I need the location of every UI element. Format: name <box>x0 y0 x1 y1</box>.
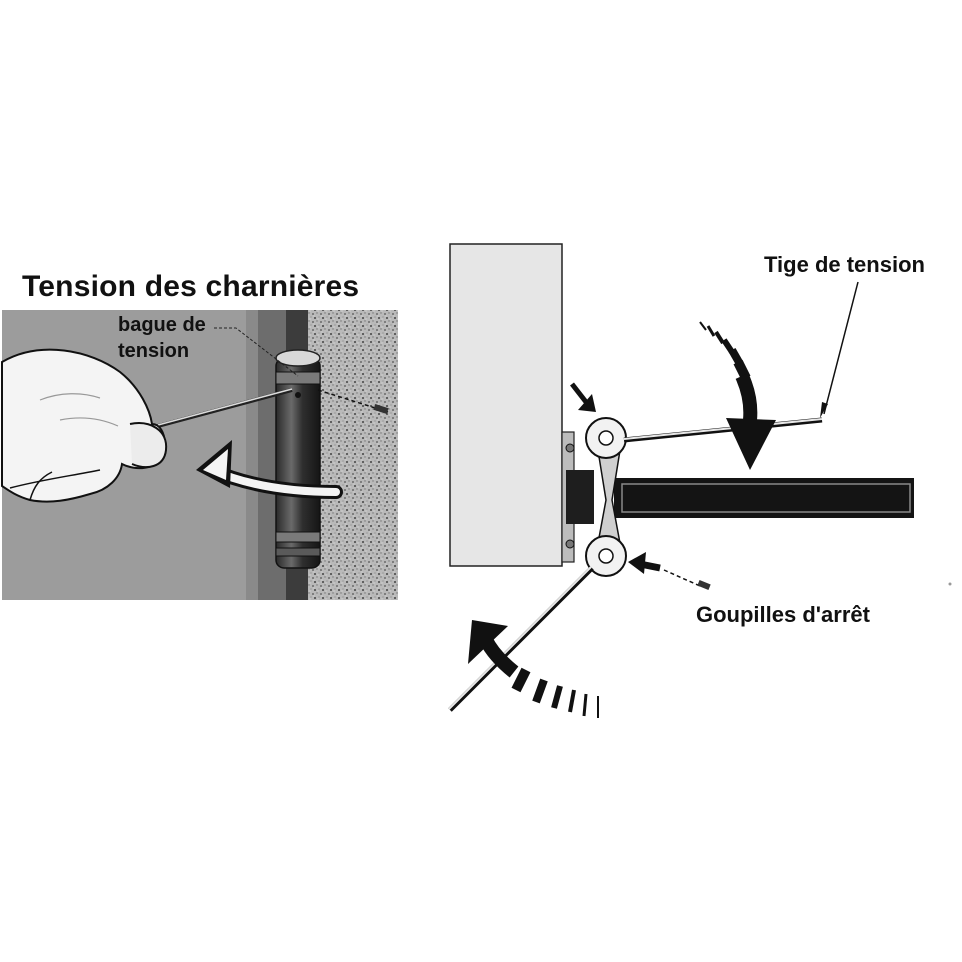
pin-leader <box>317 389 389 413</box>
upward-rotation-arrow-icon <box>468 620 599 718</box>
bague-label-line1: bague de <box>118 314 206 336</box>
bague-callout-label: bague de tension <box>118 312 248 364</box>
left-photo-panel <box>1 310 398 600</box>
pointer-arrow-icon <box>570 382 596 412</box>
right-technical-panel <box>448 243 952 718</box>
spring-block <box>566 470 594 524</box>
rotation-arrow-icon <box>196 440 343 499</box>
hinge-barrel <box>275 349 321 569</box>
door-edge <box>246 310 258 600</box>
downward-rotation-arrow-icon <box>699 321 776 470</box>
pin-arrow-icon <box>628 552 711 591</box>
tige-callout-label: Tige de tension <box>764 252 925 277</box>
upper-knuckle <box>585 417 627 459</box>
hand-illustration <box>1 348 168 503</box>
lower-knuckle <box>585 535 627 577</box>
pin-icon <box>373 403 389 415</box>
hand-rod <box>157 388 293 428</box>
wall-texture <box>308 310 398 600</box>
bague-leader-line <box>214 327 299 377</box>
tige-leader-line <box>823 281 859 415</box>
gate-post <box>449 243 563 567</box>
bague-label-line2: tension <box>118 340 190 362</box>
goupilles-callout-label: Goupilles d'arrêt <box>696 602 870 627</box>
diagram-title: Tension des charnières <box>22 270 360 303</box>
lower-tension-rod <box>448 566 594 712</box>
